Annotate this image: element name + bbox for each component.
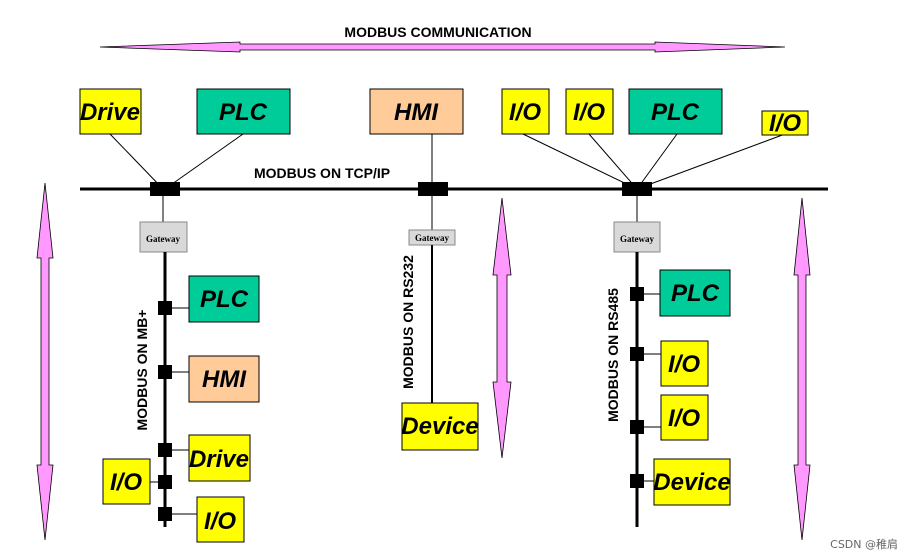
top-device-plc-right: PLC bbox=[628, 88, 723, 135]
svg-text:I/O: I/O bbox=[668, 351, 700, 378]
vertical-arrow-right bbox=[793, 197, 811, 541]
top-device-plc-left: PLC bbox=[196, 88, 291, 135]
svg-text:I/O: I/O bbox=[204, 508, 236, 535]
rs485-device-io-2: I/O bbox=[660, 394, 709, 441]
svg-text:I/O: I/O bbox=[769, 110, 801, 137]
svg-text:Drive: Drive bbox=[80, 99, 140, 126]
rs485-device-plc: PLC bbox=[659, 269, 731, 317]
link-drive bbox=[109, 133, 164, 190]
rs485-node-io-2 bbox=[630, 420, 644, 434]
svg-text:Device: Device bbox=[653, 469, 730, 496]
mbplus-device-io-right: I/O bbox=[196, 496, 245, 543]
svg-text:PLC: PLC bbox=[200, 286, 249, 313]
svg-text:Gateway: Gateway bbox=[146, 234, 180, 244]
top-device-io-3: I/O bbox=[761, 110, 809, 137]
rs485-bus-label: MODBUS ON RS485 bbox=[605, 288, 621, 422]
mbplus-device-io-left: I/O bbox=[102, 458, 151, 505]
link-io-1 bbox=[522, 133, 638, 190]
vertical-arrow-middle bbox=[492, 197, 512, 459]
gateway-rs485: Gateway bbox=[613, 221, 661, 253]
top-device-hmi: HMI bbox=[369, 88, 464, 135]
top-device-io-2: I/O bbox=[565, 88, 614, 135]
top-device-io-1: I/O bbox=[501, 88, 550, 135]
svg-text:I/O: I/O bbox=[573, 99, 605, 126]
svg-text:Gateway: Gateway bbox=[620, 234, 654, 244]
mbplus-node-drive bbox=[158, 443, 172, 457]
mbplus-device-drive: Drive bbox=[188, 434, 251, 482]
communication-arrow bbox=[99, 41, 786, 53]
svg-text:PLC: PLC bbox=[671, 280, 720, 307]
svg-text:PLC: PLC bbox=[651, 99, 700, 126]
link-plc-right bbox=[636, 133, 678, 190]
svg-text:HMI: HMI bbox=[394, 99, 439, 126]
tcpip-label: MODBUS ON TCP/IP bbox=[254, 165, 390, 181]
svg-text:I/O: I/O bbox=[668, 405, 700, 432]
mbplus-node-hmi bbox=[158, 365, 172, 379]
gateway-mbplus: Gateway bbox=[139, 221, 188, 253]
svg-text:I/O: I/O bbox=[509, 99, 541, 126]
mbplus-device-plc: PLC bbox=[188, 275, 260, 323]
rs485-device-io-1: I/O bbox=[660, 340, 709, 387]
svg-text:I/O: I/O bbox=[110, 469, 142, 496]
mbplus-node-plc bbox=[158, 301, 172, 315]
rs485-device: Device bbox=[653, 458, 731, 506]
backbone-connector-left bbox=[150, 182, 180, 196]
rs485-node-plc bbox=[630, 287, 644, 301]
svg-text:Device: Device bbox=[401, 413, 478, 440]
rs232-device: Device bbox=[401, 402, 479, 451]
rs485-node-device bbox=[630, 474, 644, 488]
rs485-node-io-1 bbox=[630, 347, 644, 361]
backbone-connector-right bbox=[622, 182, 652, 196]
svg-text:PLC: PLC bbox=[219, 99, 268, 126]
svg-text:HMI: HMI bbox=[202, 366, 247, 393]
vertical-arrow-left bbox=[36, 182, 54, 541]
gateway-rs232: Gateway bbox=[408, 229, 456, 246]
link-plc-left bbox=[164, 133, 244, 190]
mbplus-node-io-left bbox=[158, 475, 172, 489]
mbplus-device-hmi: HMI bbox=[188, 355, 260, 403]
top-device-drive: Drive bbox=[79, 88, 142, 135]
svg-text:Drive: Drive bbox=[189, 446, 249, 473]
title-label: MODBUS COMMUNICATION bbox=[344, 24, 531, 40]
rs232-bus-label: MODBUS ON RS232 bbox=[400, 255, 416, 389]
link-io-3 bbox=[636, 133, 786, 190]
backbone-connector-middle bbox=[418, 182, 448, 196]
link-io-2 bbox=[588, 133, 638, 190]
mbplus-bus-label: MODBUS ON MB+ bbox=[134, 310, 150, 431]
watermark: CSDN @稚肩 bbox=[830, 537, 898, 551]
mbplus-node-io-right bbox=[158, 507, 172, 521]
svg-text:Gateway: Gateway bbox=[415, 233, 449, 243]
